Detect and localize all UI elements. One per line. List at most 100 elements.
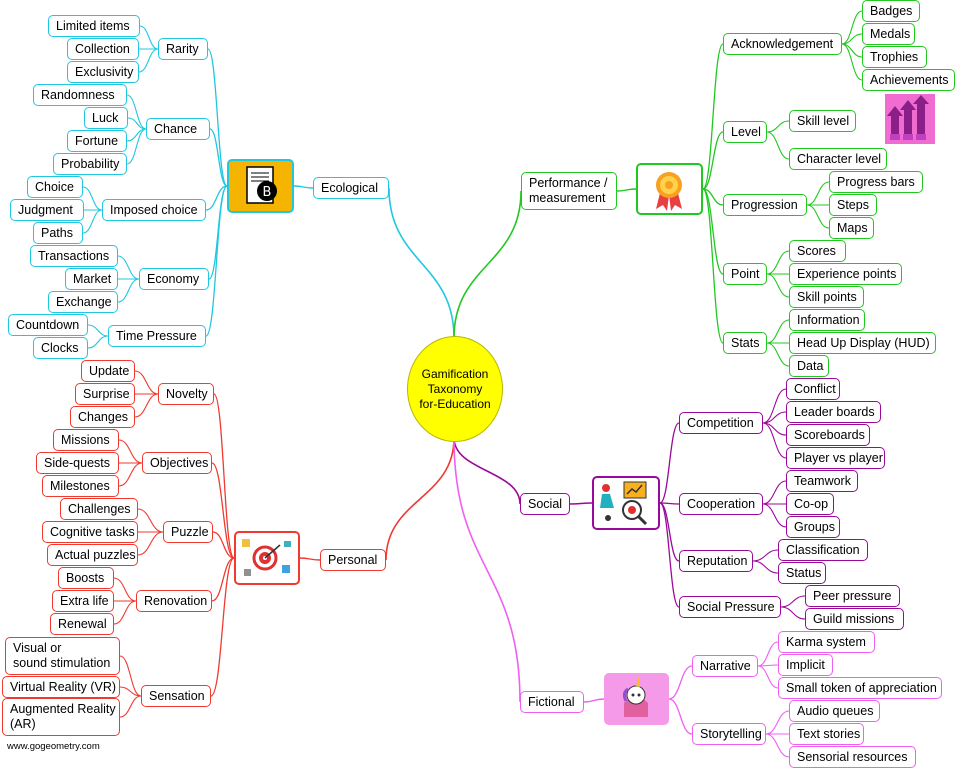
topic-chance: Chance (146, 118, 210, 140)
connector-leaf-maps (806, 204, 830, 229)
leaf-virtual-reality-vr: Virtual Reality (VR) (2, 676, 120, 698)
topic-competition: Competition (679, 412, 763, 434)
topic-novelty: Novelty (158, 383, 214, 405)
footer-credit: www.gogeometry.com (7, 741, 100, 752)
connector-leaf-sensorial-resources (765, 733, 790, 758)
leaf-karma-system: Karma system (778, 631, 875, 653)
connector-leaf-information (766, 319, 790, 344)
target-puzzle-icon (234, 531, 300, 585)
topic-reputation: Reputation (679, 550, 753, 572)
leaf-scoreboards: Scoreboards (786, 424, 870, 446)
connector-leaf-challenges (137, 508, 164, 533)
connector-fictional-storytelling (668, 698, 693, 735)
leaf-boosts: Boosts (58, 567, 114, 589)
leaf-missions: Missions (53, 429, 119, 451)
connector-social-social-pressure (659, 502, 680, 608)
leaf-challenges: Challenges (60, 498, 138, 520)
level-bars-icon (885, 94, 935, 144)
bitcoin-doc-icon: B (227, 159, 294, 213)
connector-leaf-update (134, 370, 159, 395)
connector-leaf-data (766, 342, 790, 367)
connector-leaf-virtual-reality-vr (119, 686, 142, 697)
topic-imposed-choice: Imposed choice (102, 199, 206, 221)
connector-center-personal (385, 437, 455, 561)
connector-leaf-augmented-reality-ar (119, 695, 142, 718)
connector-performance-measurement-acknowledgement (702, 43, 724, 190)
connector-leaf-leader-boards (762, 411, 787, 424)
leaf-extra-life: Extra life (52, 590, 114, 612)
leaf-clocks: Clocks (33, 337, 88, 359)
connector-performance-measurement-level (702, 131, 724, 190)
connector-personal-novelty (213, 393, 235, 559)
connector-personal-sensation (210, 557, 235, 697)
central-topic-line-2: Taxonomy (427, 381, 483, 396)
leaf-peer-pressure: Peer pressure (805, 585, 900, 607)
connector-leaf-changes (134, 393, 159, 418)
leaf-luck: Luck (84, 107, 128, 129)
connector-leaf-classification (752, 549, 779, 562)
topic-economy: Economy (139, 268, 209, 290)
leaf-countdown: Countdown (8, 314, 88, 336)
leaf-achievements: Achievements (862, 69, 955, 91)
connector-ecological-rarity (207, 48, 228, 187)
topic-acknowledgement: Acknowledgement (723, 33, 842, 55)
leaf-character-level: Character level (789, 148, 887, 170)
leaf-player-vs-player: Player vs player (786, 447, 885, 469)
leaf-data: Data (789, 355, 829, 377)
leaf-milestones: Milestones (42, 475, 119, 497)
connector-leaf-renewal (113, 600, 137, 625)
topic-narrative: Narrative (692, 655, 758, 677)
leaf-paths: Paths (33, 222, 83, 244)
svg-text:B: B (263, 185, 272, 200)
leaf-classification: Classification (778, 539, 868, 561)
connector-leaf-countdown (87, 324, 109, 337)
connector-leaf-skill-points (766, 273, 790, 298)
connector-leaf-skill-level (766, 120, 790, 133)
leaf-progress-bars: Progress bars (829, 171, 923, 193)
leaf-collection: Collection (67, 38, 139, 60)
topic-stats: Stats (723, 332, 767, 354)
leaf-skill-points: Skill points (789, 286, 864, 308)
connector-leaf-scores (766, 250, 790, 275)
leaf-actual-puzzles: Actual puzzles (47, 544, 138, 566)
connector-fictional-narrative (668, 665, 693, 700)
connector-leaf-visual-or-sound-stimulation (119, 655, 142, 697)
social-analytics-icon (592, 476, 660, 530)
connector-leaf-achievements (841, 43, 863, 81)
topic-objectives: Objectives (142, 452, 212, 474)
medal-icon (636, 163, 703, 215)
connector-leaf-randomness (126, 94, 147, 130)
connector-center-performance-measurement (453, 190, 522, 339)
connector-leaf-clocks (87, 335, 109, 349)
connector-leaf-conflict (762, 388, 787, 424)
connector-leaf-progress-bars (806, 181, 830, 206)
connector-icon-performance-measurement (616, 188, 637, 192)
leaf-skill-level: Skill level (789, 110, 856, 132)
leaf-implicit: Implicit (778, 654, 833, 676)
connector-performance-measurement-stats (702, 188, 724, 344)
central-topic-line-1: Gamification (421, 366, 489, 381)
leaf-co-op: Co-op (786, 493, 834, 515)
connector-icon-fictional (583, 698, 605, 703)
connector-leaf-player-vs-player (762, 422, 787, 459)
connector-personal-puzzle (212, 531, 235, 559)
leaf-exclusivity: Exclusivity (67, 61, 139, 83)
connector-leaf-luck (127, 117, 147, 130)
topic-point: Point (723, 263, 767, 285)
leaf-renewal: Renewal (50, 613, 114, 635)
leaf-badges: Badges (862, 0, 920, 22)
connector-leaf-boosts (113, 577, 137, 602)
leaf-audio-queues: Audio queues (789, 700, 880, 722)
leaf-small-token-of-appreciation: Small token of appreciation (778, 677, 942, 699)
leaf-experience-points: Experience points (789, 263, 902, 285)
leaf-text-stories: Text stories (789, 723, 864, 745)
leaf-maps: Maps (829, 217, 874, 239)
connector-icon-personal (299, 557, 321, 561)
leaf-groups: Groups (786, 516, 840, 538)
leaf-augmented-reality-ar: Augmented Reality(AR) (2, 698, 120, 736)
connector-leaf-missions (118, 439, 143, 464)
central-topic: Gamification Taxonomy for-Education (407, 336, 503, 442)
connector-personal-renovation (211, 557, 235, 602)
leaf-teamwork: Teamwork (786, 470, 858, 492)
